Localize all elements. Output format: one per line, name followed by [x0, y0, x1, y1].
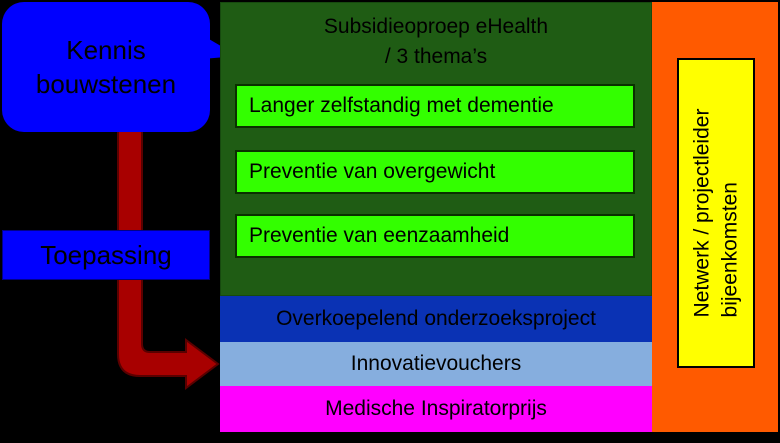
- inspiratorprijs-bar: Medische Inspiratorprijs: [220, 386, 652, 432]
- network-label-line1: Netwerk / projectleider: [690, 108, 714, 318]
- inspiratorprijs-label: Medische Inspiratorprijs: [325, 397, 547, 420]
- kennis-label-line2: bouwstenen: [35, 69, 177, 99]
- theme-label: Preventie van overgewicht: [249, 160, 496, 183]
- theme-label: Langer zelfstandig met dementie: [249, 94, 554, 117]
- toepassing-label: Toepassing: [40, 239, 172, 270]
- theme-label: Preventie van eenzaamheid: [249, 224, 510, 247]
- theme-overgewicht: Preventie van overgewicht: [235, 150, 635, 194]
- theme-dementie: Langer zelfstandig met dementie: [235, 84, 635, 128]
- network-box: [677, 58, 755, 368]
- toepassing-box: Toepassing: [2, 230, 210, 280]
- network-label-line2: bijeenkomsten: [718, 182, 742, 318]
- overkoepelend-bar: Overkoepelend onderzoeksproject: [220, 296, 652, 342]
- panel-title: Subsidieoproep eHealth / 3 thema’s: [220, 12, 652, 72]
- innovatievouchers-label: Innovatievouchers: [350, 352, 522, 375]
- overkoepelend-label: Overkoepelend onderzoeksproject: [276, 307, 596, 330]
- kennis-label-line1: Kennis: [66, 35, 146, 65]
- network-label: Netwerk / projectleider bijeenkomsten: [677, 58, 755, 368]
- kennis-bouwstenen-callout: Kennis bouwstenen: [2, 2, 210, 132]
- panel-title-line1: Subsidieoproep eHealth: [323, 15, 549, 38]
- innovatievouchers-bar: Innovatievouchers: [220, 342, 652, 386]
- theme-eenzaamheid: Preventie van eenzaamheid: [235, 214, 635, 258]
- panel-title-line2: / 3 thema’s: [384, 45, 488, 68]
